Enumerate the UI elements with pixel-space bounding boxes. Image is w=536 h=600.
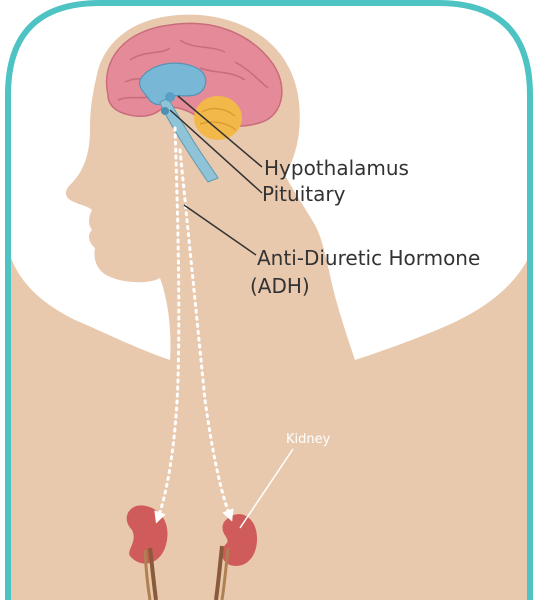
hypothalamus-region	[165, 92, 175, 102]
hypothalamus-label: Hypothalamus	[264, 156, 409, 180]
cerebellum	[194, 96, 242, 140]
hormone-label-line2: (ADH)	[250, 274, 310, 298]
hormone-label-line1: Anti-Diuretic Hormone	[257, 246, 480, 270]
pituitary-gland	[161, 107, 169, 115]
pituitary-label: Pituitary	[262, 182, 346, 206]
kidney-label: Kidney	[286, 432, 331, 447]
